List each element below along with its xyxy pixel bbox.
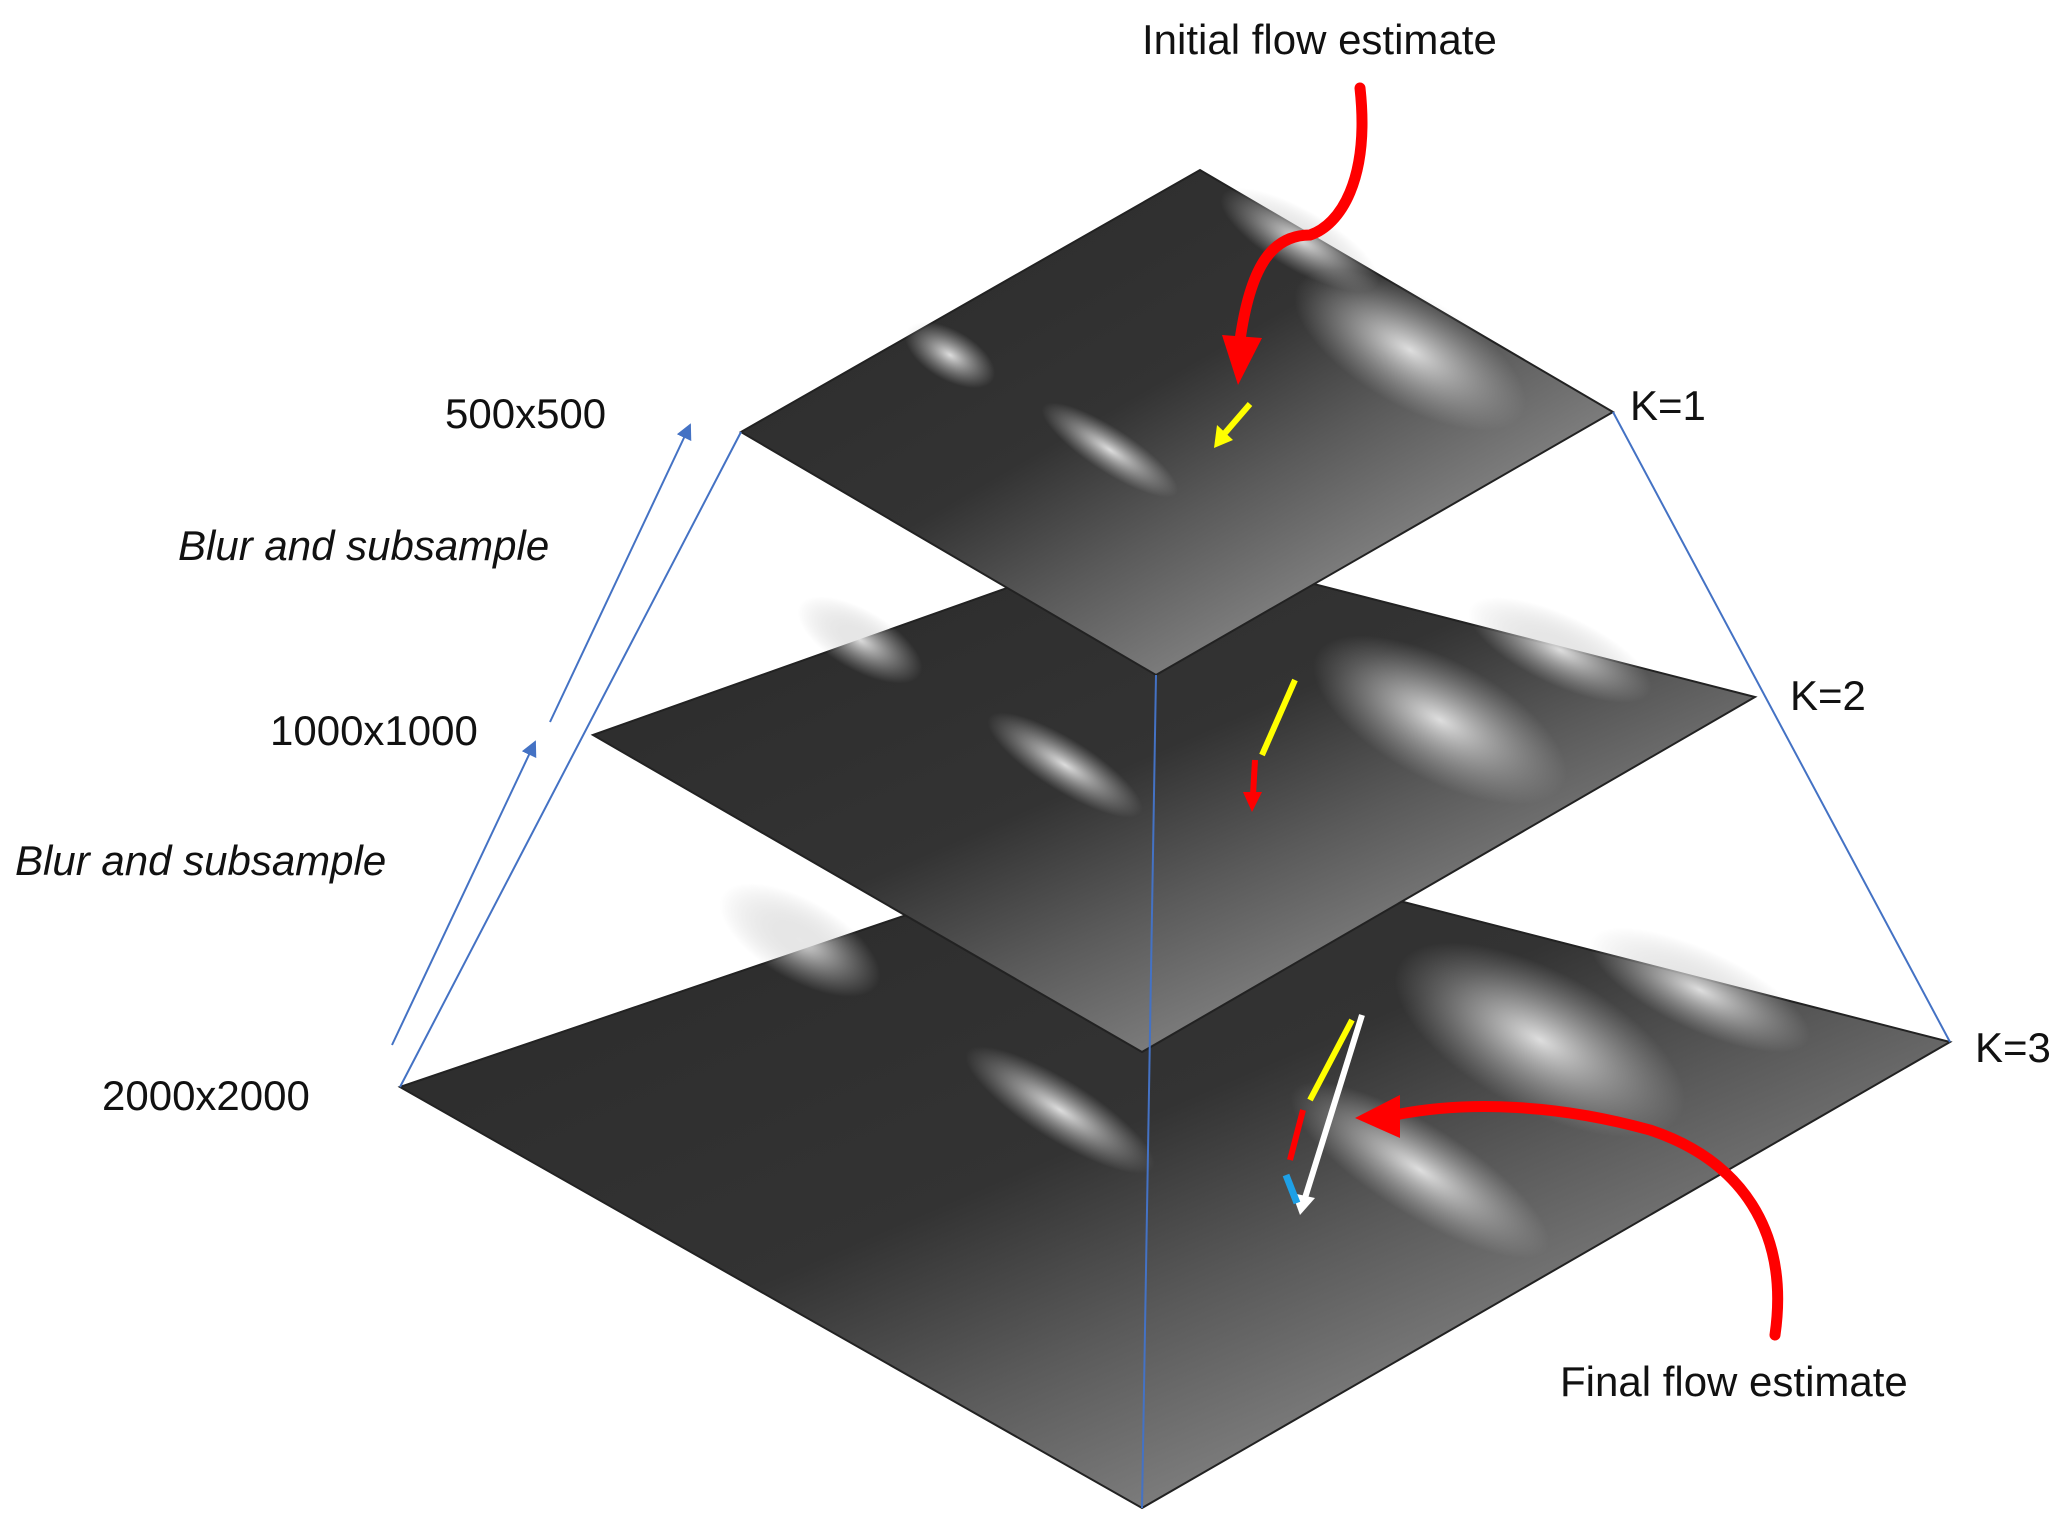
guide-line-center	[1141, 674, 1157, 1509]
flow-arrow-yellow	[1307, 1018, 1355, 1102]
cloud-patch	[1313, 635, 1567, 805]
final-flow-arrow-white	[1302, 1014, 1365, 1199]
cloud-patch	[1468, 597, 1652, 703]
cloud-patch	[1290, 1081, 1550, 1259]
cloud-patch	[797, 596, 923, 684]
final-flow-annotation-arrowhead	[1355, 1095, 1400, 1138]
cloud-patch	[1394, 942, 1686, 1138]
initial-flow-annotation-arrow	[1234, 82, 1368, 346]
blur-subsample-label-upper: Blur and subsample	[178, 522, 549, 569]
flow-arrows-k2	[1243, 678, 1298, 812]
size-label-500: 500x500	[445, 390, 606, 437]
flow-arrow-yellow	[1222, 402, 1253, 435]
k2-label: K=2	[1790, 672, 1866, 719]
flow-arrow-yellow	[1259, 678, 1298, 757]
cloud-patch	[987, 712, 1143, 818]
k3-label: K=3	[1975, 1024, 2051, 1071]
initial-flow-label: Initial flow estimate	[1142, 16, 1497, 63]
pyramid-guide-lines	[399, 411, 1951, 1509]
final-flow-annotation-arrow	[1389, 1101, 1784, 1341]
initial-flow-annotation-arrowhead	[1222, 335, 1262, 385]
subsample-arrow-upper	[549, 423, 692, 723]
flow-arrowhead-yellow	[1214, 425, 1233, 448]
guide-line-left	[399, 431, 742, 1088]
flow-arrow-red	[1250, 759, 1258, 796]
layer-k2	[590, 538, 1758, 1054]
flow-arrows-k1	[1214, 402, 1253, 448]
cloud-patch	[1041, 402, 1179, 498]
guide-line-right	[1612, 411, 1951, 1043]
size-label-2000: 2000x2000	[102, 1072, 310, 1119]
flow-arrowhead-red	[1243, 792, 1262, 812]
flow-arrows-k3	[1282, 1014, 1365, 1215]
size-label-1000: 1000x1000	[270, 707, 478, 754]
cloud-patch	[904, 321, 996, 389]
blur-subsample-label-lower: Blur and subsample	[15, 837, 386, 884]
final-flow-label: Final flow estimate	[1560, 1358, 1908, 1405]
flow-arrow-cyan	[1282, 1173, 1301, 1205]
subsample-arrows	[391, 423, 692, 1046]
k1-label: K=1	[1630, 382, 1706, 429]
cloud-patch	[965, 1046, 1155, 1174]
layer-k3	[397, 833, 1953, 1510]
cloud-patch	[1589, 927, 1811, 1053]
cloud-patch	[719, 883, 881, 997]
flow-arrow-red	[1287, 1109, 1306, 1161]
cloud-patch	[1294, 269, 1526, 431]
subsample-arrow-lower	[391, 740, 537, 1046]
